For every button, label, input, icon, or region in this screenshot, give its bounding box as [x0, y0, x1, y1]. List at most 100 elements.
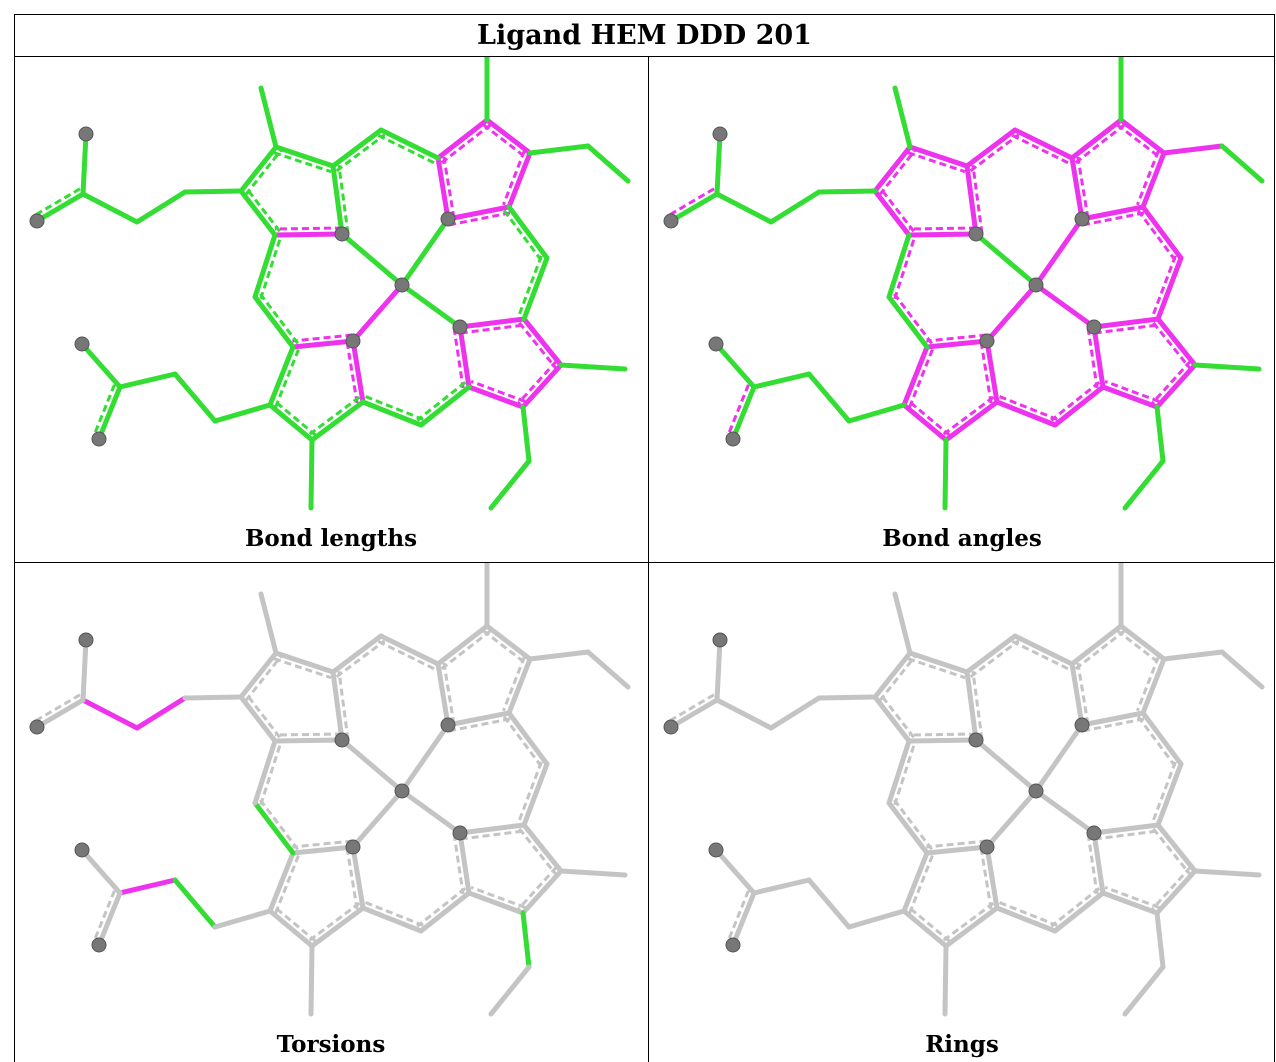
bond-line	[816, 188, 878, 195]
bond-line	[1069, 623, 1124, 667]
bond-line	[901, 344, 930, 408]
bond-line	[1155, 316, 1198, 368]
bond-line	[964, 127, 1018, 169]
atom-sphere	[725, 937, 741, 953]
bond-line	[350, 338, 366, 405]
bond-line	[466, 890, 526, 916]
bond-line	[751, 371, 812, 390]
aromatic-bond-dash	[502, 656, 526, 712]
atom-sphere	[663, 719, 679, 735]
bond-line	[1069, 155, 1085, 222]
aromatic-bond-dash	[273, 657, 332, 680]
atom-sphere	[74, 336, 90, 352]
bond-line	[1140, 150, 1167, 210]
bond-line	[1052, 890, 1106, 934]
atom-sphere	[968, 732, 984, 748]
bond-line	[1161, 649, 1225, 662]
aromatic-bond-dash	[482, 123, 528, 159]
bond-line	[272, 231, 345, 238]
bond-line	[520, 362, 564, 410]
bond-line	[520, 868, 564, 916]
bond-line	[1122, 458, 1166, 511]
aromatic-bond-dash	[969, 639, 1020, 679]
bond-line	[309, 399, 366, 443]
bond-line	[80, 637, 89, 703]
bond-line	[330, 633, 384, 675]
aromatic-bond-dash	[244, 655, 282, 702]
aromatic-bond-dash	[1136, 150, 1160, 206]
aromatic-bond-dash	[1136, 209, 1178, 263]
atom-sphere	[345, 839, 361, 855]
aromatic-bond-dash	[971, 165, 984, 234]
bond-line	[751, 877, 812, 896]
bond-line	[267, 402, 315, 443]
aromatic-bond-dash	[1050, 887, 1101, 928]
bond-line	[527, 649, 591, 662]
aromatic-bond-dash	[1074, 123, 1126, 164]
atom-sphere	[712, 632, 728, 648]
aromatic-bond-dash	[244, 149, 282, 196]
aromatic-bond-dash	[92, 890, 116, 944]
bond-line	[117, 877, 178, 896]
aromatic-bond-dash	[926, 839, 987, 849]
bond-line	[901, 850, 930, 914]
bond-line	[521, 255, 550, 322]
aromatic-bond-dash	[941, 395, 995, 437]
bond-line	[984, 844, 1000, 911]
bond-line	[435, 623, 490, 667]
bond-line	[252, 294, 296, 350]
bond-line	[172, 371, 218, 424]
bond-line	[79, 847, 123, 896]
bond-line	[1033, 788, 1097, 836]
atom-sphere	[708, 842, 724, 858]
aromatic-bond-dash	[416, 887, 467, 928]
bond-line	[1100, 890, 1160, 916]
bond-line	[713, 847, 757, 896]
aromatic-bond-dash	[307, 395, 361, 437]
heme-structure-diagram	[663, 57, 1265, 511]
bond-line	[906, 737, 979, 744]
atom-sphere	[663, 213, 679, 229]
aromatic-bond-dash	[274, 226, 342, 231]
bond-line	[886, 232, 912, 300]
bond-line	[521, 822, 564, 874]
bond-line	[558, 868, 628, 878]
bond-line	[907, 144, 970, 169]
bond-line	[182, 188, 244, 195]
aromatic-bond-dash	[1086, 327, 1099, 389]
bond-line	[943, 399, 1000, 443]
atom-sphere	[394, 783, 410, 799]
bond-line	[79, 341, 123, 390]
bond-line	[457, 830, 472, 896]
bond-line	[96, 384, 123, 442]
bond-line	[378, 127, 441, 161]
bond-line	[585, 649, 631, 690]
bond-line	[172, 877, 218, 930]
bond-line	[585, 143, 631, 184]
bond-line	[1118, 623, 1167, 662]
bond-line	[1091, 316, 1161, 330]
bond-line	[906, 231, 979, 238]
atom-sphere	[29, 213, 45, 229]
aromatic-bond-dash	[878, 655, 916, 702]
title-divider	[14, 56, 1275, 57]
bond-line	[730, 890, 757, 948]
bond-line	[872, 144, 913, 194]
atom-sphere	[968, 226, 984, 242]
bond-line	[1219, 143, 1265, 184]
bond-line	[484, 623, 533, 662]
atom-sphere	[712, 126, 728, 142]
aromatic-bond-dash	[1116, 629, 1162, 665]
aromatic-bond-dash	[272, 905, 317, 943]
bond-line	[520, 910, 532, 970]
bond-line	[520, 404, 532, 464]
bond-line	[360, 905, 424, 934]
aromatic-bond-dash	[1152, 321, 1192, 370]
bond-line	[182, 694, 244, 701]
aromatic-bond-dash	[33, 693, 81, 724]
bond-line	[730, 384, 757, 442]
bond-line	[273, 144, 336, 169]
bond-line	[806, 877, 852, 930]
page-title: Ligand HEM DDD 201	[477, 19, 812, 51]
bond-line	[984, 788, 1039, 850]
